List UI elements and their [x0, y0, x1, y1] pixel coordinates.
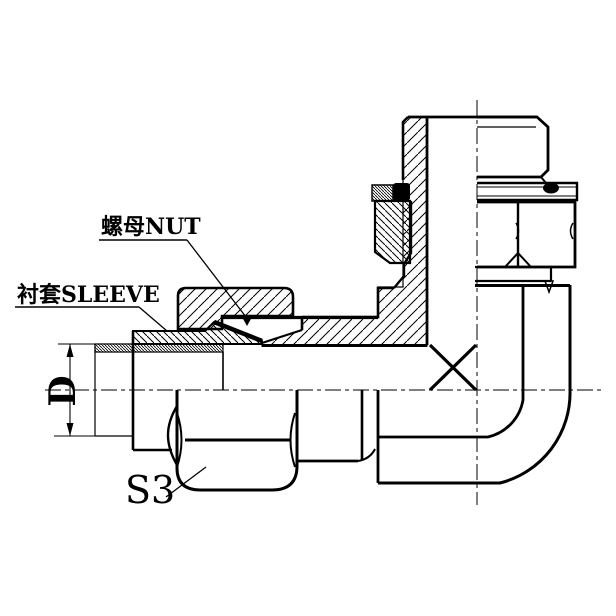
- tube-wall-section: [94, 343, 224, 353]
- nut-callout: 螺母NUT: [101, 214, 201, 240]
- body-cone: [261, 328, 303, 345]
- bore-corner-chamfer-2: [428, 343, 478, 392]
- sleeve-callout-leader: [138, 306, 168, 332]
- body-section: [261, 116, 478, 392]
- elbow-outer-profile: [378, 285, 572, 485]
- seal-retainer: [371, 184, 394, 202]
- elbow-external: [297, 285, 572, 485]
- arrow-down: [66, 423, 74, 436]
- dimension-d: [54, 343, 122, 437]
- thread-outline: [477, 115, 550, 179]
- diameter-dimension-label: D: [42, 375, 84, 406]
- nut-hex-outline: [175, 390, 299, 492]
- o-ring-section: [393, 183, 410, 201]
- body-shoulder: [302, 286, 394, 319]
- stud-outer-edge: [401, 116, 409, 180]
- locknut-section: [373, 199, 412, 265]
- elbow-inner-profile: [378, 285, 525, 439]
- locknut-chamfer-arcs: [515, 222, 574, 240]
- sleeve-part: [131, 319, 263, 466]
- seal-assembly: [371, 183, 410, 202]
- o-ring-external: [543, 182, 559, 194]
- nut-hex-chamfer-left: [176, 412, 183, 468]
- arrow-up: [66, 344, 74, 357]
- lower-washer: [475, 265, 553, 283]
- wrench-size-leader: [165, 466, 207, 498]
- nut-callout-leader: [186, 239, 247, 318]
- nut-hex-external: [175, 390, 299, 492]
- sleeve-chamfer-crescent: [166, 405, 179, 466]
- sleeve-callout: 衬套SLEEVE: [17, 282, 160, 308]
- nut-hex-chamfer-right: [289, 412, 296, 468]
- washer-outline: [477, 181, 579, 202]
- body-hex-flare: [357, 448, 376, 462]
- thread-runout-mark: [242, 317, 252, 326]
- callout-leaders: [15, 239, 247, 498]
- wrench-size-label: S3: [125, 468, 175, 512]
- locknut-hex-outline: [477, 200, 577, 269]
- washer-inner-lines: [477, 186, 577, 197]
- stud-external: [408, 115, 579, 295]
- locknut-hex-chamfer: [504, 251, 532, 268]
